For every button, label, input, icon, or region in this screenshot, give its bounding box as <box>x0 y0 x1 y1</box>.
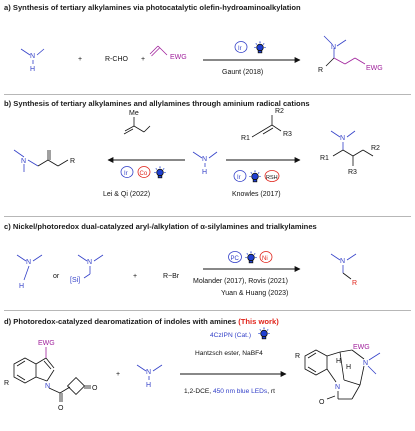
svg-text:H: H <box>19 283 24 290</box>
section-b-right-reagent: R1 R2 R3 <box>241 108 292 142</box>
citation: Gaunt (2018) <box>222 69 263 76</box>
svg-text:EWG: EWG <box>366 65 383 72</box>
photocatalyst-ir-icon: Ir <box>120 166 134 178</box>
svg-text:H: H <box>202 169 207 176</box>
svg-text:N: N <box>331 44 336 51</box>
section-b-right-product: N R1 R2 R3 <box>320 130 380 176</box>
svg-text:RSH: RSH <box>266 175 278 181</box>
svg-text:R1: R1 <box>241 135 250 142</box>
svg-text:O: O <box>92 385 98 392</box>
svg-text:O: O <box>319 399 325 406</box>
svg-text:R: R <box>352 280 357 287</box>
plus-sign: + <box>133 273 137 280</box>
svg-text:Ir: Ir <box>237 175 241 181</box>
svg-text:[Si]: [Si] <box>70 277 80 284</box>
section-c-amine: N H <box>16 254 43 290</box>
svg-text:N: N <box>146 369 151 376</box>
svg-text:R: R <box>4 380 9 387</box>
svg-text:Ir: Ir <box>124 171 128 177</box>
svg-text:H: H <box>146 382 151 389</box>
citation: Molander (2017), Rovis (2021) <box>193 278 288 285</box>
halide-label: R−Br <box>163 273 180 280</box>
svg-text:N: N <box>30 53 35 60</box>
section-divider-a <box>4 94 411 95</box>
citation: Lei & Qi (2022) <box>103 191 150 198</box>
section-d-starting-material: EWG N R O O <box>4 340 98 412</box>
section-a-amine: N H <box>20 48 45 73</box>
or-text: or <box>53 273 60 280</box>
photocatalyst-ir-icon: Ir <box>234 41 248 53</box>
plus-sign: + <box>141 56 145 63</box>
svg-text:H: H <box>346 364 351 371</box>
svg-text:Ir: Ir <box>238 46 242 52</box>
light-bulb-icon <box>153 165 167 179</box>
svg-text:R2: R2 <box>371 145 380 152</box>
svg-text:N: N <box>26 259 31 266</box>
svg-text:EWG: EWG <box>170 54 187 61</box>
light-bulb-icon <box>248 169 262 183</box>
svg-text:N: N <box>340 258 345 265</box>
section-a-header: a) Synthesis of tertiary alkylamines via… <box>4 3 301 12</box>
section-b-header: b) Synthesis of tertiary alkylamines and… <box>4 99 310 108</box>
light-bulb-icon <box>244 250 258 264</box>
section-a-olefin: EWG <box>149 45 187 61</box>
svg-text:R: R <box>70 158 75 165</box>
svg-text:R3: R3 <box>283 131 292 138</box>
svg-text:R2: R2 <box>275 108 284 115</box>
svg-text:N: N <box>21 158 26 165</box>
svg-text:R: R <box>295 353 300 360</box>
catalyst-condition: 4CzIPN (Cat.) <box>210 332 251 339</box>
light-bulb-icon <box>257 326 271 340</box>
svg-text:O: O <box>58 405 64 412</box>
plus-sign: + <box>116 371 120 378</box>
section-b-amine: N H <box>192 151 218 176</box>
svg-text:Ni: Ni <box>262 256 268 262</box>
cobalt-catalyst-icon: Co <box>137 166 151 178</box>
svg-text:N: N <box>335 384 340 391</box>
section-d-header: d) Photoredox-catalyzed dearomatization … <box>4 317 279 326</box>
solvent-light-condition: 1,2-DCE, 450 nm blue LEDs, rt <box>184 388 275 395</box>
svg-text:N: N <box>340 135 345 142</box>
section-c-header: c) Nickel/photoredox dual-catalyzed aryl… <box>4 222 317 231</box>
reagent-condition: Hantzsch ester, NaBF4 <box>195 350 263 357</box>
thiol-cocatalyst-icon: RSH <box>264 170 280 182</box>
section-a-product: N R EWG <box>318 35 383 74</box>
section-c-product: N R <box>330 253 357 287</box>
svg-text:H: H <box>30 66 35 73</box>
section-divider-c <box>4 310 411 311</box>
plus-sign: + <box>78 56 82 63</box>
section-d-amine: N H <box>136 364 163 389</box>
section-b-left-product: N R <box>13 149 75 172</box>
svg-text:N: N <box>202 156 207 163</box>
citation: Knowles (2017) <box>232 191 281 198</box>
svg-text:H: H <box>336 358 341 365</box>
section-divider-b <box>4 216 411 217</box>
svg-text:N: N <box>87 259 92 266</box>
svg-text:EWG: EWG <box>353 344 370 351</box>
svg-text:N: N <box>45 383 50 390</box>
svg-text:EWG: EWG <box>38 340 55 347</box>
aldehyde-label: R-CHO <box>105 56 128 63</box>
svg-text:N: N <box>363 360 368 367</box>
citation: Yuan & Huang (2023) <box>221 290 288 297</box>
svg-text:Co: Co <box>140 171 148 177</box>
svg-text:Me: Me <box>129 110 139 117</box>
section-b-left-reagent: Me <box>123 110 151 135</box>
photocatalyst-pc-icon: PC <box>228 251 242 263</box>
section-c-silylamine: N [Si] <box>70 254 104 284</box>
photocatalyst-ir-icon: Ir <box>233 170 247 182</box>
nickel-catalyst-icon: Ni <box>259 251 273 263</box>
svg-text:R1: R1 <box>320 155 329 162</box>
section-d-product: R N H H EWG N O <box>295 344 381 406</box>
svg-text:PC: PC <box>231 256 240 262</box>
svg-text:R3: R3 <box>348 169 357 176</box>
light-bulb-icon <box>253 40 267 54</box>
svg-text:R: R <box>318 67 323 74</box>
